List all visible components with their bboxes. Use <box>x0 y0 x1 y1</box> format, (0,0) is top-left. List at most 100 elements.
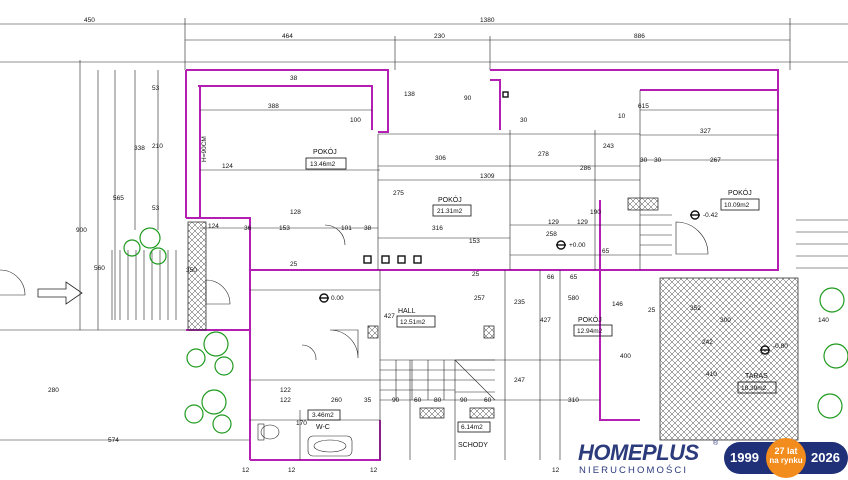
room-area-box <box>737 381 777 394</box>
dimension-text: 352 <box>690 305 701 312</box>
dimension-text: 90 <box>392 397 400 404</box>
dimension-text: 25 <box>648 307 656 314</box>
level-text: +0.00 <box>569 242 586 249</box>
badge-year-end: 2026 <box>811 450 840 465</box>
dimension-text: 140 <box>818 317 829 324</box>
dimension-text: 280 <box>48 387 59 394</box>
room-area: 3.46m2 <box>312 412 334 419</box>
dimension-text: 400 <box>620 353 631 360</box>
dimension-text: 427 <box>540 317 551 324</box>
hinge-note: H=90CM <box>201 136 208 162</box>
room-area: 13.46m2 <box>310 161 336 168</box>
entry-arrow <box>37 281 83 305</box>
room-area-box <box>307 409 341 421</box>
dimension-text: 122 <box>280 397 291 404</box>
dimension-text: 300 <box>720 317 731 324</box>
dimension-text: 129 <box>548 219 559 226</box>
room-label: POKÓJ <box>578 315 602 324</box>
dimension-text: 565 <box>113 195 124 202</box>
level-text: 0.00 <box>331 295 344 302</box>
room-area: 6.14m2 <box>461 424 483 431</box>
dimension-text: 257 <box>474 295 485 302</box>
dimension-text: 90 <box>464 95 472 102</box>
dimension-text: 65 <box>602 248 610 255</box>
room-label: POKÓJ <box>728 188 752 197</box>
room-label: SCHODY <box>458 442 488 449</box>
dimension-text: 36 <box>244 225 252 232</box>
dimension-text: 124 <box>222 163 233 170</box>
logo-registered-mark: ® <box>713 440 719 447</box>
dimension-text: 247 <box>514 377 525 384</box>
level-text: -0.42 <box>703 212 718 219</box>
row-dimensions: 388 306 615 327 267 1309 <box>268 103 721 180</box>
level-text: -0.80 <box>773 343 788 350</box>
dimension-text: 90 <box>460 397 468 404</box>
room-label: W-C <box>316 424 330 431</box>
room-area-box <box>432 204 472 217</box>
room-area: 10.09m2 <box>724 202 750 209</box>
dimension-text: 30 <box>520 117 528 124</box>
dimension-text: 80 <box>434 397 442 404</box>
logo-brand: HOMEPLUS <box>578 440 699 465</box>
dimension-text: 230 <box>434 33 445 40</box>
dimension-text: 25 <box>472 271 480 278</box>
outlets <box>363 91 509 264</box>
dimension-text: 101 <box>341 225 352 232</box>
dimension-text: 310 <box>568 397 579 404</box>
dimension-text: 53 <box>152 85 160 92</box>
dimension-text: 886 <box>634 33 645 40</box>
room-area-box <box>305 157 347 170</box>
top-dimension-lines <box>0 18 848 70</box>
dimension-text: 267 <box>710 157 721 164</box>
dimension-text: 12 <box>370 467 378 474</box>
dimension-text: 243 <box>603 143 614 150</box>
dimension-text: 38 <box>364 225 372 232</box>
dimension-text: 316 <box>432 225 443 232</box>
dimension-text: 12 <box>552 467 560 474</box>
dimension-text: 25 <box>290 261 298 268</box>
dimension-text: 235 <box>514 299 525 306</box>
badge-years: 27 lat <box>774 446 798 456</box>
dimension-text: 124 <box>208 223 219 230</box>
dimension-text: 464 <box>282 33 293 40</box>
room-area-box <box>720 198 760 211</box>
dimension-text: 153 <box>469 238 480 245</box>
top-dimensions: 450 1380 464 230 886 <box>84 17 645 40</box>
room-label: HALL <box>398 308 416 315</box>
dimension-text: 66 <box>547 274 555 281</box>
dimension-text: 275 <box>393 190 404 197</box>
dimension-text: 12 <box>242 467 250 474</box>
dimension-text: 1309 <box>480 173 495 180</box>
homeplus-logo: HOMEPLUS ® NIERUCHOMOŚCI <box>578 440 724 476</box>
room-label: POKÓJ <box>313 147 337 156</box>
dimension-text: 1380 <box>480 17 495 24</box>
dimension-text: 12 <box>288 467 296 474</box>
stairs <box>111 214 848 401</box>
dimension-text: 30 <box>640 157 648 164</box>
dimension-text: 410 <box>706 371 717 378</box>
dimension-text: 560 <box>94 265 105 272</box>
dimension-text: 900 <box>76 227 87 234</box>
room-label: POKÓJ <box>438 195 462 204</box>
dimension-text: 580 <box>568 295 579 302</box>
dimension-text: 210 <box>152 143 163 150</box>
dimension-text: 306 <box>435 155 446 162</box>
dimension-text: 122 <box>280 387 291 394</box>
dimension-text: 128 <box>290 209 301 216</box>
dimension-text: 129 <box>577 219 588 226</box>
dimension-text: 190 <box>590 209 601 216</box>
dimension-text: 615 <box>638 103 649 110</box>
dimension-text: 60 <box>484 397 492 404</box>
room-area: 18.39m2 <box>741 385 767 392</box>
dimension-text: 170 <box>296 420 307 427</box>
dimension-text: 388 <box>268 103 279 110</box>
dimension-text: 286 <box>580 165 591 172</box>
level-texts: -0.42 +0.00 0.00 -0.80 <box>331 212 788 350</box>
dimension-text: 258 <box>546 231 557 238</box>
dimension-text: 138 <box>404 91 415 98</box>
dimension-text: 350 <box>186 267 197 274</box>
room-area: 12.94m2 <box>577 328 603 335</box>
badge-year-start: 1999 <box>730 450 759 465</box>
dimension-text: 574 <box>108 437 119 444</box>
dimension-text: 60 <box>414 397 422 404</box>
